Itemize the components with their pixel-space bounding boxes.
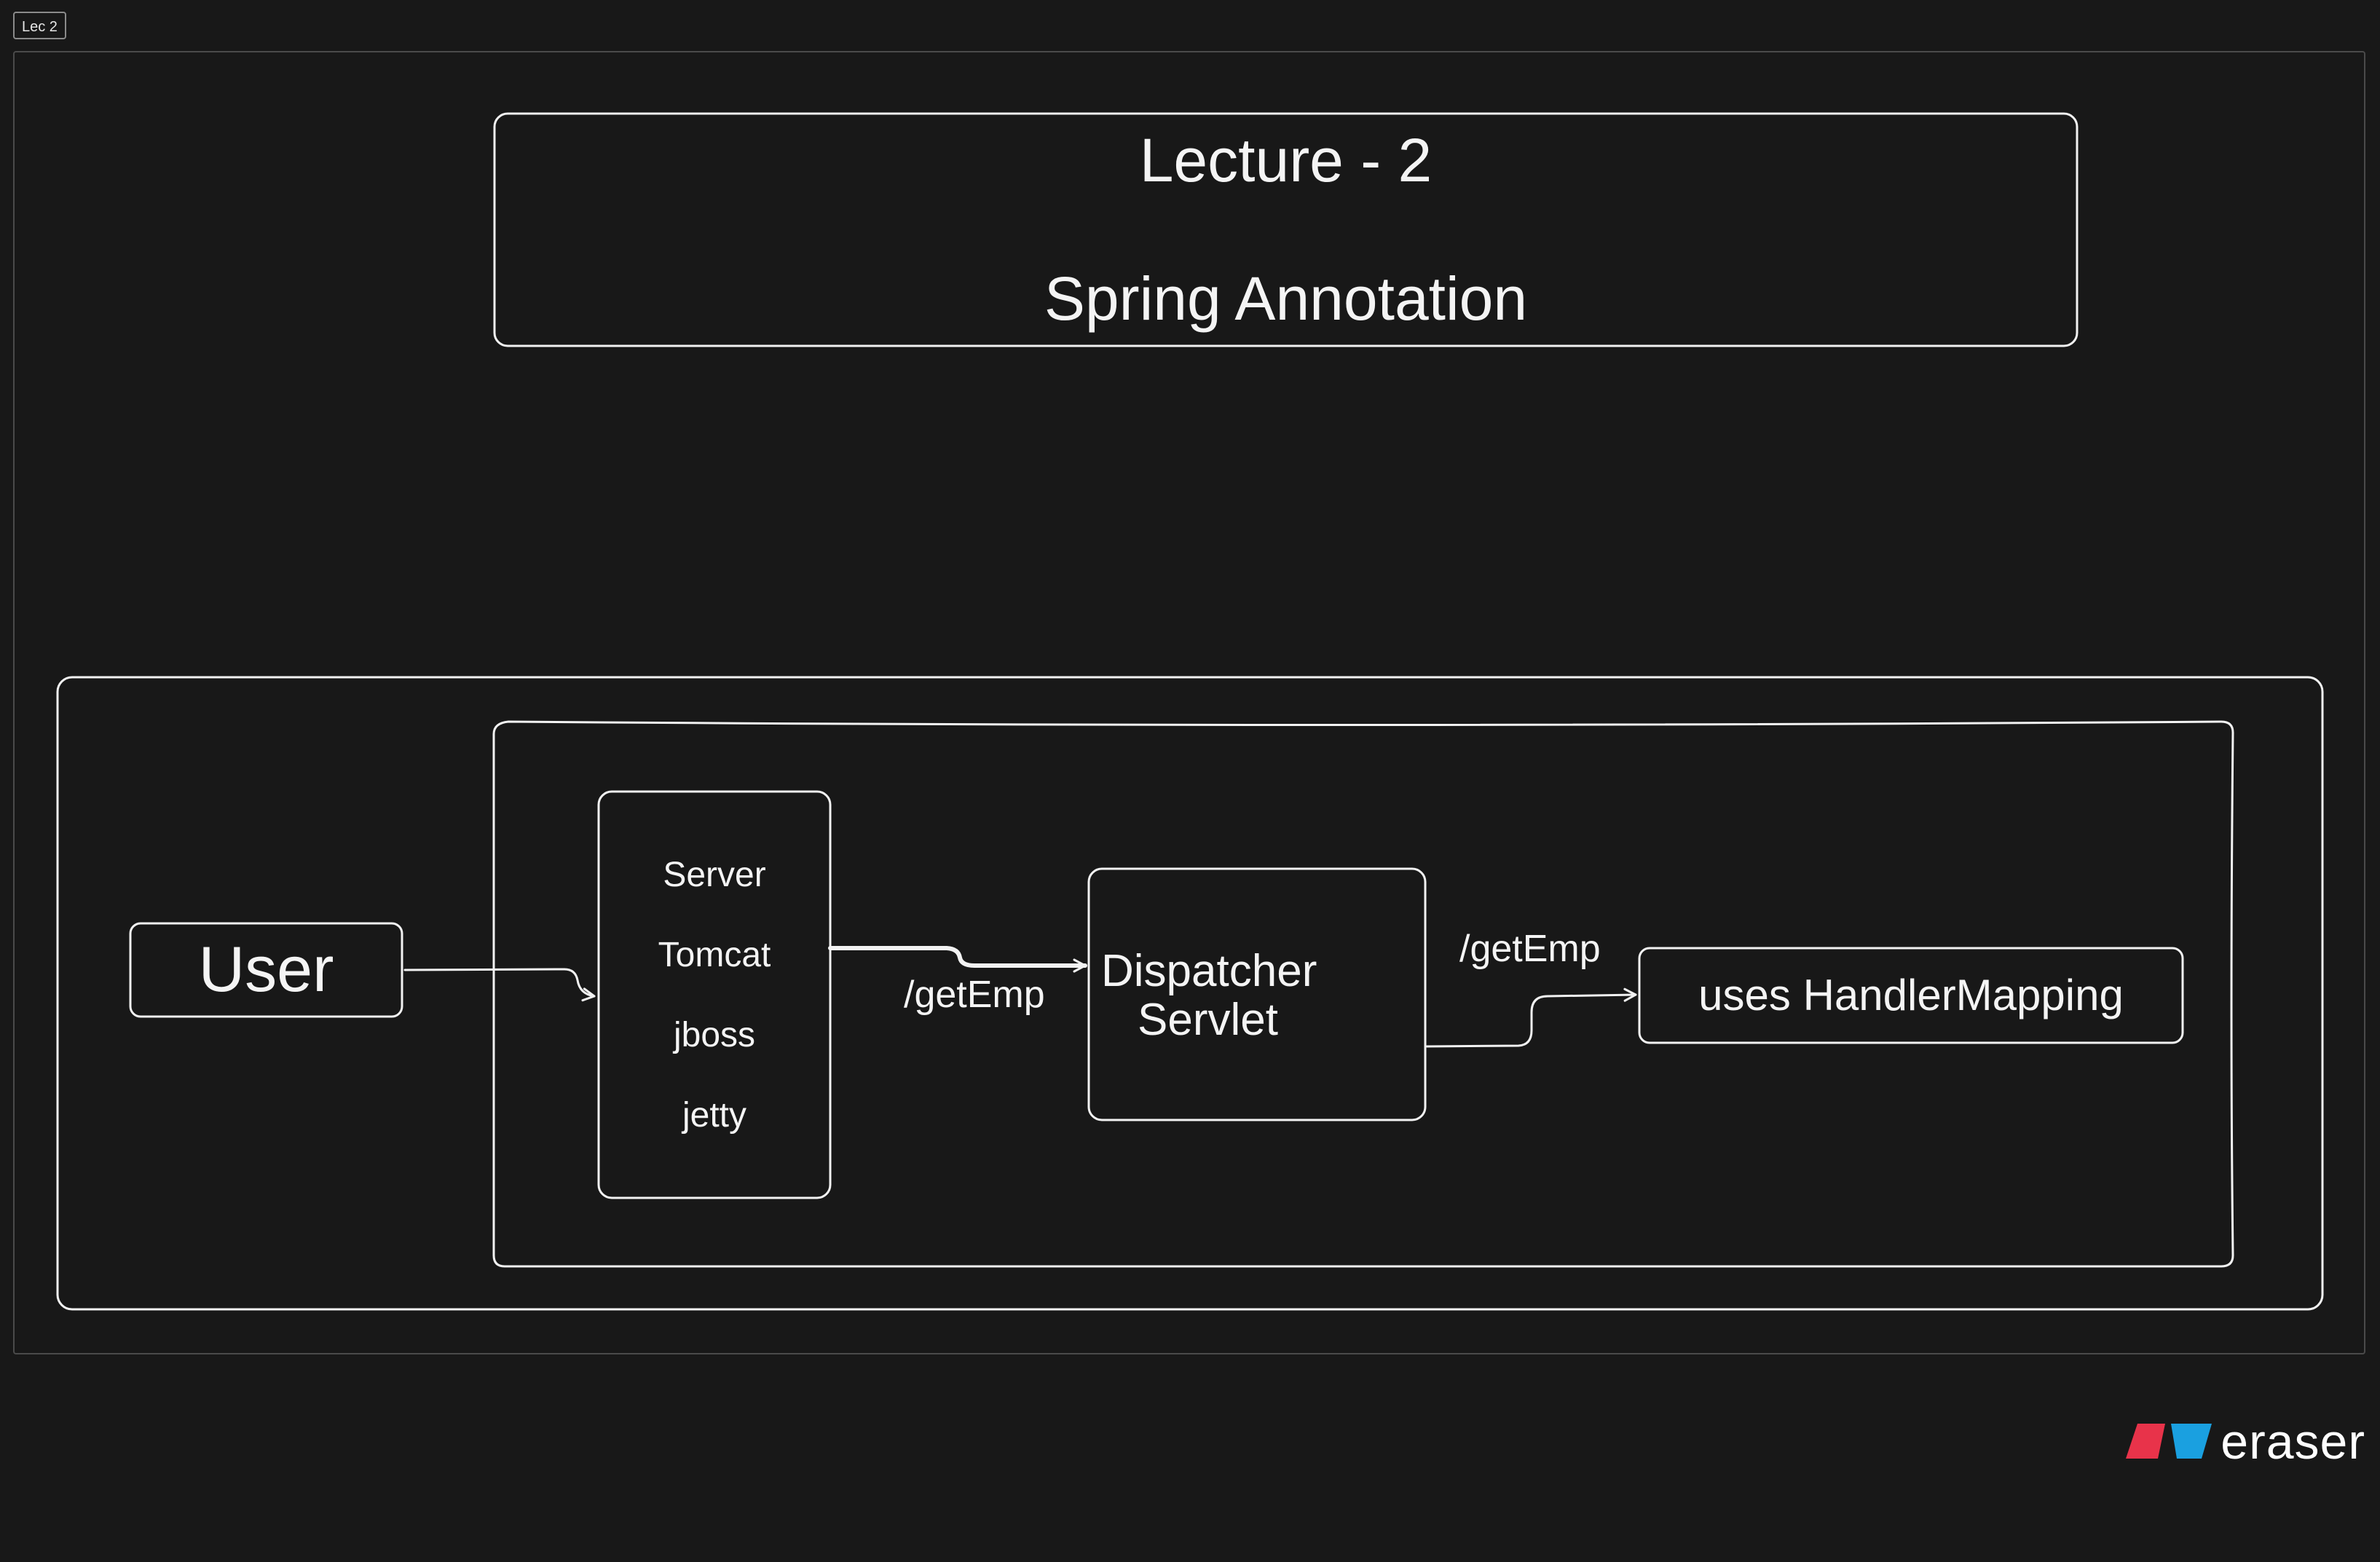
dispatcher-label-line-2: Servlet (1138, 995, 1278, 1045)
eraser-logo[interactable]: eraser (2126, 1413, 2365, 1471)
server-label-jboss: jboss (673, 1016, 756, 1054)
logo-blue-shape (2171, 1424, 2212, 1459)
arrow-user-to-server[interactable] (403, 968, 596, 1002)
dispatcher-label-line-1: Dispatcher (1101, 946, 1317, 996)
title-line-2: Spring Annotation (1044, 264, 1528, 333)
frame-tag[interactable]: Lec 2 (13, 12, 66, 39)
user-label: User (198, 933, 334, 1005)
brand-name: eraser (2221, 1414, 2365, 1470)
server-label-jetty: jetty (682, 1096, 747, 1135)
eraser-logo-mark-icon (2126, 1424, 2212, 1459)
server-label-server: Server (663, 856, 766, 894)
server-label-tomcat: Tomcat (658, 936, 771, 974)
edge-label-dispatcher-handler: /getEmp (1459, 928, 1601, 970)
handler-box[interactable] (1638, 947, 2184, 1044)
dispatcher-box[interactable] (1087, 867, 1427, 1121)
title-box[interactable] (493, 112, 2078, 347)
logo-red-shape (2126, 1424, 2166, 1459)
server-box[interactable] (597, 790, 832, 1199)
handler-label: uses HandlerMapping (1698, 971, 2124, 1019)
outer-container[interactable] (56, 676, 2324, 1311)
user-box[interactable] (129, 922, 403, 1018)
edge-label-server-dispatcher: /getEmp (904, 974, 1045, 1016)
arrow-dispatcher-to-handler[interactable] (1425, 987, 1637, 1048)
inner-container[interactable] (492, 720, 2234, 1268)
title-line-1: Lecture - 2 (1139, 126, 1433, 194)
arrow-server-to-dispatcher[interactable] (828, 946, 1087, 973)
canvas-frame[interactable] (13, 51, 2365, 1354)
